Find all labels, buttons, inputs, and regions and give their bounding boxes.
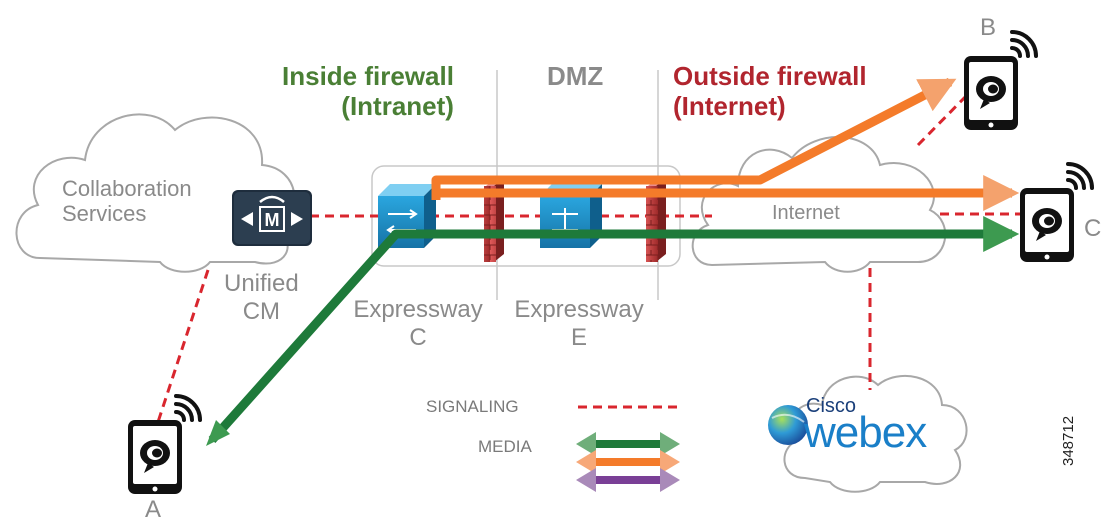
expressway-c-line1: Expressway (353, 296, 483, 323)
wifi-icon-a (174, 394, 202, 422)
webex-brand-small: Cisco (806, 395, 857, 417)
svg-text:M: M (265, 210, 280, 230)
outside-firewall-line1: Outside firewall (673, 61, 867, 91)
wifi-icon-c (1066, 162, 1094, 190)
expressway-e-line1: Expressway (514, 296, 644, 323)
endpoint-a-label: A (145, 496, 162, 523)
firewall-icon-outer (646, 178, 666, 262)
unified-cm-label: Unified CM (224, 270, 299, 325)
tablet-icon-b (964, 56, 1018, 130)
inside-firewall-line2: (Intranet) (341, 90, 454, 121)
media-green-a-to-c (206, 216, 1020, 446)
tablet-icon-c (1020, 188, 1074, 262)
outside-firewall-line2: (Internet) (673, 90, 786, 121)
inside-firewall-heading: Inside firewall (Intranet) (282, 61, 454, 122)
unified-cm-icon: M (232, 190, 312, 246)
collaboration-cloud (15, 113, 296, 273)
endpoint-c-label: C (1084, 215, 1102, 242)
expressway-c-line2: C (409, 323, 427, 351)
signaling-lines (156, 88, 1022, 423)
figure-id: 348712 (1060, 415, 1077, 466)
internet-label: Internet (772, 202, 840, 224)
collaboration-line2: Services (62, 201, 147, 227)
expressway-e-label: Expressway E (504, 296, 654, 351)
wifi-icon-b (1010, 30, 1038, 58)
endpoint-b-label: B (980, 14, 997, 41)
unified-cm-line2: CM (242, 297, 281, 325)
inside-firewall-line1: Inside firewall (282, 61, 454, 91)
webex-logo (768, 405, 808, 445)
outside-firewall-heading: Outside firewall (Internet) (673, 61, 867, 122)
dmz-heading: DMZ (547, 61, 604, 91)
legend-signaling-label: SIGNALING (426, 397, 519, 416)
legend-media-label: MEDIA (478, 437, 532, 456)
webex-brand-big: webex (804, 408, 927, 457)
tablet-icon-a (128, 420, 182, 494)
collaboration-services-label: Collaboration Services (62, 176, 192, 227)
collaboration-line1: Collaboration (62, 176, 192, 201)
unified-cm-line1: Unified (224, 270, 299, 297)
expressway-c-label: Expressway C (343, 296, 493, 351)
legend-media-arrows (576, 432, 680, 492)
expressway-e-line2: E (570, 323, 587, 351)
